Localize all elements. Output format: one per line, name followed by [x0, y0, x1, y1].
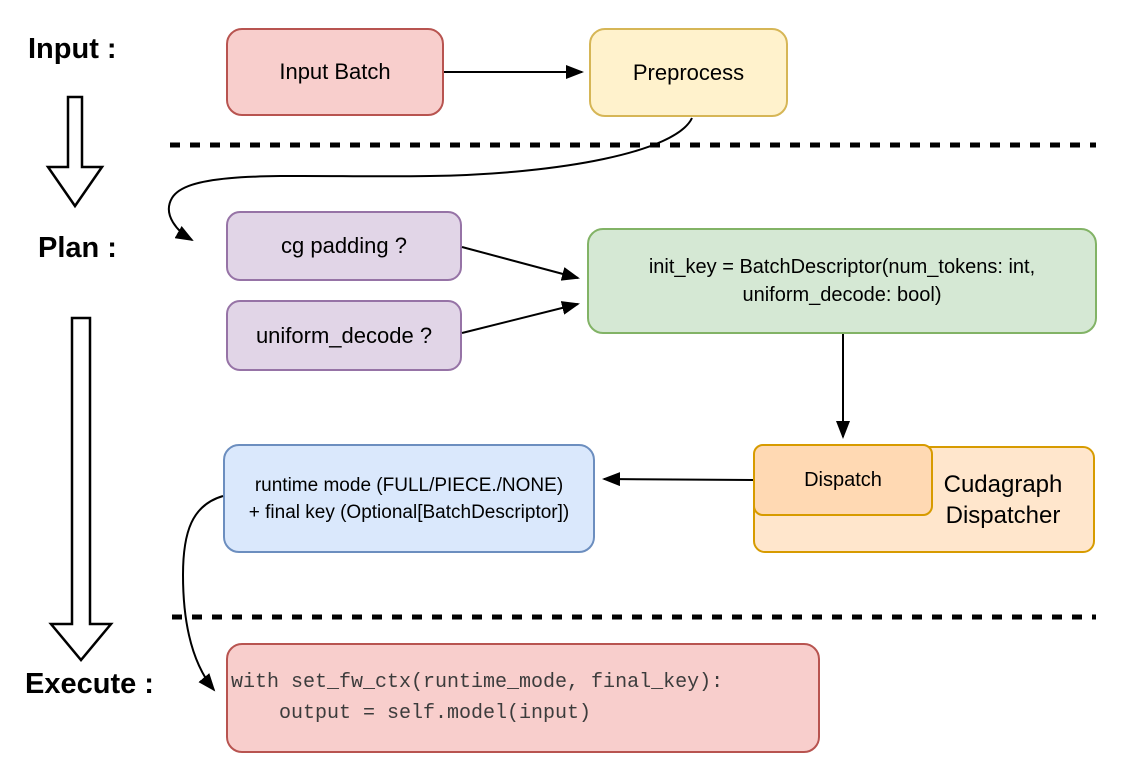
connector-dispatch-to-runtime-mode: [602, 472, 754, 487]
cg-padding-label: cg padding ?: [281, 233, 407, 258]
stage-label-execute: Execute :: [25, 668, 154, 700]
runtime-mode-label-line1: runtime mode (FULL/PIECE./NONE): [254, 474, 564, 496]
stage-label-input: Input :: [28, 33, 117, 65]
execute-code-node: with set_fw_ctx(runtime_mode, final_key)…: [226, 643, 820, 753]
input-batch-node: Input Batch: [226, 28, 444, 116]
preprocess-label: Preprocess: [632, 59, 745, 85]
input-batch-label: Input Batch: [279, 59, 391, 84]
uniform-decode-node: uniform_decode ?: [226, 300, 462, 371]
execute-code-line1: with set_fw_ctx(runtime_mode, final_key)…: [231, 671, 724, 694]
plan-to-execute-arrow: [48, 316, 114, 662]
execute-code-line2: output = self.model(input): [231, 702, 592, 725]
init-key-label-line2: uniform_decode: bool): [742, 284, 942, 306]
cudagraph-dispatcher-label: Cudagraph Dispatcher: [943, 470, 1063, 529]
init-key-node: init_key = BatchDescriptor(num_tokens: i…: [587, 228, 1097, 334]
connector-uniform-decode-to-init-key: [461, 301, 580, 334]
init-key-label-line1: init_key = BatchDescriptor(num_tokens: i…: [648, 256, 1036, 278]
cg-padding-node: cg padding ?: [226, 211, 462, 281]
input-to-plan-arrow: [45, 95, 105, 209]
connector-runtime-mode-to-execute-code: [181, 495, 224, 692]
runtime-mode-label-line2: + final key (Optional[BatchDescriptor]): [248, 501, 570, 523]
dispatch-node: Dispatch: [753, 444, 933, 516]
runtime-mode-node: runtime mode (FULL/PIECE./NONE) + final …: [223, 444, 595, 553]
connector-cg-padding-to-init-key: [461, 246, 580, 281]
dispatch-label: Dispatch: [804, 468, 882, 491]
stage-label-plan: Plan :: [38, 232, 117, 264]
preprocess-node: Preprocess: [589, 28, 788, 117]
uniform-decode-label: uniform_decode ?: [255, 322, 433, 348]
